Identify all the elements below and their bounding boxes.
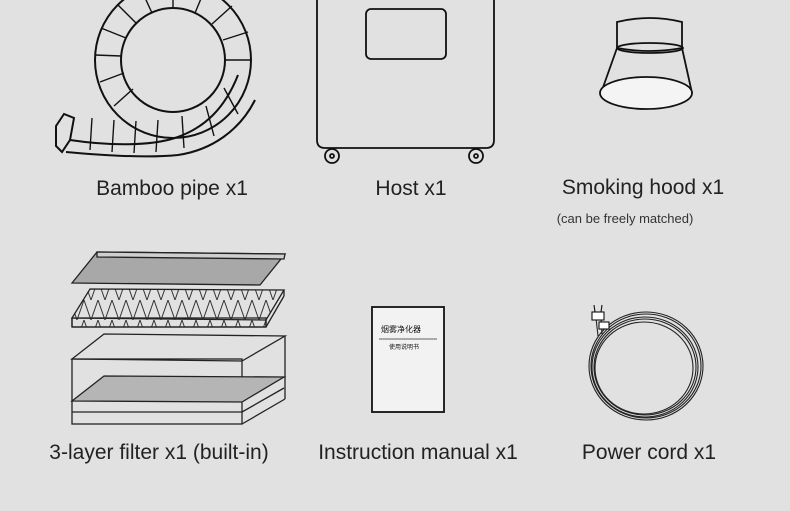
smoking-hood-note: (can be freely matched)	[556, 211, 694, 226]
bamboo-pipe-label: Bamboo pipe x1	[96, 177, 248, 200]
manual-cover-title: 烟雾净化器	[381, 325, 421, 334]
smoking-hood-label: Smoking hood x1	[561, 176, 725, 199]
manual-cover-subtitle: 使用说明书	[389, 344, 420, 351]
host-unit-icon	[316, 0, 495, 164]
host-label: Host x1	[375, 177, 447, 200]
bamboo-pipe-icon	[55, 0, 256, 158]
filter-label: 3-layer filter x1 (built-in)	[49, 441, 269, 464]
filter-layers-icon	[70, 251, 288, 425]
manual-label: Instruction manual x1	[318, 441, 518, 464]
power-cord-label: Power cord x1	[581, 441, 717, 464]
instruction-manual-icon	[371, 306, 445, 413]
smoking-hood-icon	[599, 17, 693, 110]
power-cord-icon	[588, 304, 704, 421]
